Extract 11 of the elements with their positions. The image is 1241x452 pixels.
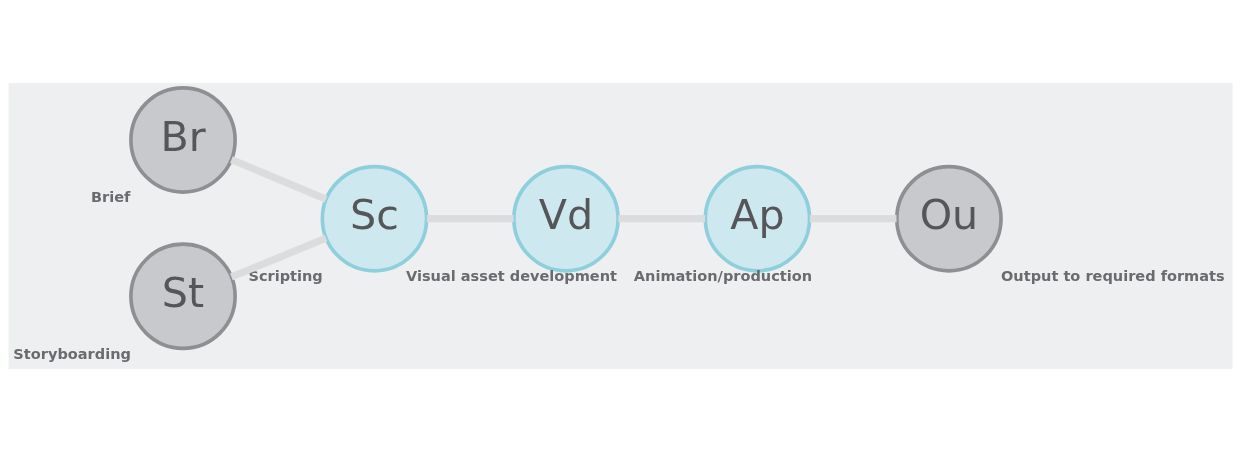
node-label: Scripting xyxy=(248,268,323,285)
node-label: Brief xyxy=(90,189,131,206)
connector xyxy=(230,156,328,203)
connector xyxy=(426,215,514,223)
connector xyxy=(809,215,897,223)
node-circle: Ou xyxy=(895,164,1003,273)
node-label: Output to required formats xyxy=(1001,268,1225,285)
connector xyxy=(230,234,328,281)
connector xyxy=(618,215,706,223)
node-label: Storyboarding xyxy=(13,345,131,362)
node-circle: St xyxy=(129,242,237,351)
